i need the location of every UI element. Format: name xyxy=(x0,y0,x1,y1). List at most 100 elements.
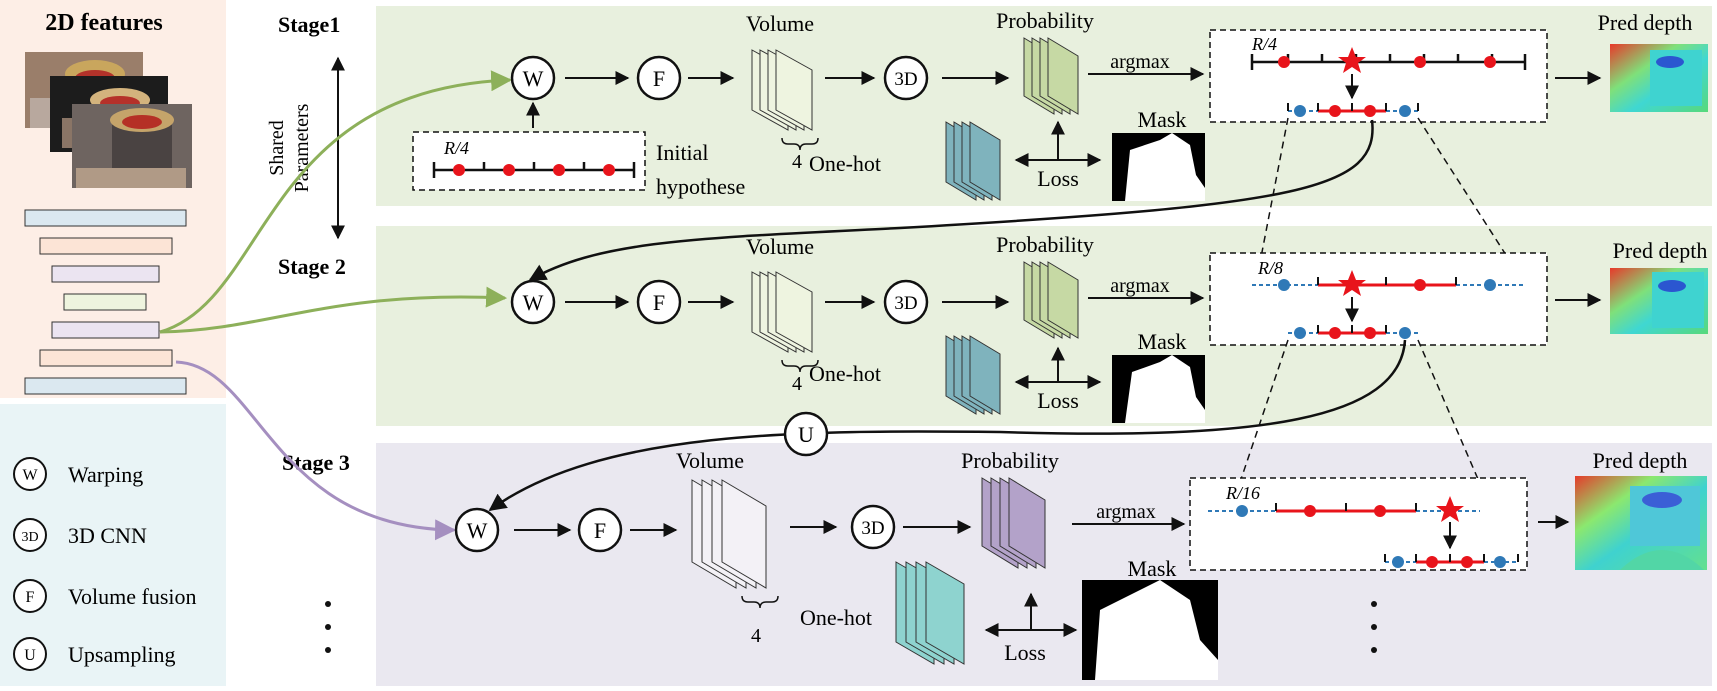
feature-map-7 xyxy=(24,377,187,395)
probability-label: Probability xyxy=(996,8,1094,33)
fusion-node xyxy=(636,55,682,101)
pred-depth-label: Pred depth xyxy=(1593,448,1688,473)
stage2: W F Volume 4 3D Probability argmax One-h… xyxy=(510,232,1708,423)
one-hot-label: One-hot xyxy=(809,361,881,386)
fusion-node xyxy=(577,507,623,553)
ellipsis-left xyxy=(325,601,331,653)
svg-text:W: W xyxy=(523,290,544,315)
legend-item-upsampling: U Upsampling xyxy=(13,637,176,671)
fusion-icon xyxy=(13,579,47,613)
probability-volume xyxy=(1023,261,1079,339)
pred-depth-label: Pred depth xyxy=(1613,238,1708,263)
pred-depth-image xyxy=(1610,268,1708,334)
feature-map-2 xyxy=(39,237,173,255)
cnn-icon xyxy=(13,518,47,552)
initial-label-line1: Initial xyxy=(656,140,709,165)
mask-image xyxy=(1082,580,1218,680)
input-images xyxy=(25,52,192,188)
hypothesis-refinement: R/16 xyxy=(1189,477,1528,571)
range-label: R/8 xyxy=(1257,258,1283,278)
svg-text:3D: 3D xyxy=(894,69,917,90)
hypothesis-refinement: R/4 xyxy=(1209,29,1548,123)
features-title: 2D features xyxy=(45,10,163,36)
features-panel: 2D features xyxy=(0,0,226,398)
range-label: R/4 xyxy=(1251,34,1277,54)
legend-item-3d-cnn: 3D 3D CNN xyxy=(13,518,147,552)
warp-node xyxy=(454,507,500,553)
stage2-label: Stage 2 xyxy=(278,254,346,279)
shared-label-line2: Parameters xyxy=(291,103,313,192)
upsample-node xyxy=(783,411,829,457)
svg-text:3D: 3D xyxy=(21,530,38,545)
svg-text:3D: 3D xyxy=(861,518,884,539)
one-hot-volume xyxy=(895,561,965,665)
cost-volume: 4 xyxy=(691,479,779,647)
feature-map-3 xyxy=(51,265,160,283)
svg-text:3D: 3D xyxy=(894,293,917,314)
argmax-label: argmax xyxy=(1110,51,1170,73)
pred-depth-image xyxy=(1575,476,1707,570)
argmax-label: argmax xyxy=(1110,275,1170,297)
upsample-icon xyxy=(13,637,47,671)
probability-label: Probability xyxy=(996,232,1094,257)
stage1-to-stage2-curve xyxy=(528,119,1374,282)
mask-label: Mask xyxy=(1128,556,1177,581)
legend-item-fusion: F Volume fusion xyxy=(13,579,197,613)
svg-text:F: F xyxy=(653,66,665,91)
range-label: R/4 xyxy=(443,138,469,158)
loss-label: Loss xyxy=(1004,640,1046,665)
one-hot-label: One-hot xyxy=(809,151,881,176)
pred-depth-label: Pred depth xyxy=(1598,10,1693,35)
legend-label: 3D CNN xyxy=(68,523,147,548)
initial-label-line2: hypothese xyxy=(656,174,745,199)
probability-volume xyxy=(981,477,1046,569)
stage3: W F Volume 4 3D Probability argmax One-h… xyxy=(454,448,1707,680)
pred-depth-image xyxy=(1610,44,1708,112)
argmax-label: argmax xyxy=(1096,501,1156,523)
loss-label: Loss xyxy=(1037,166,1079,191)
feature-to-stage1-curve xyxy=(159,70,513,334)
ellipsis-right xyxy=(1371,601,1377,653)
stage1-label: Stage1 xyxy=(278,12,340,37)
mask-image xyxy=(1112,355,1205,423)
svg-text:4: 4 xyxy=(751,625,761,647)
svg-text:U: U xyxy=(24,647,36,664)
legend-panel: W Warping 3D 3D CNN F Volume fusion U Up… xyxy=(0,404,226,686)
svg-text:W: W xyxy=(22,467,38,484)
legend-item-warping: W Warping xyxy=(13,457,143,491)
legend-label: Warping xyxy=(68,462,143,487)
feature-to-stage3-curve xyxy=(175,360,457,541)
svg-text:W: W xyxy=(467,518,488,543)
svg-text:4: 4 xyxy=(792,151,802,173)
mask-label: Mask xyxy=(1138,329,1187,354)
hypothesis-refinement: R/8 xyxy=(1209,252,1548,346)
initial-hypothesis: R/4 Initial hypothese xyxy=(412,101,745,199)
3d-cnn-node xyxy=(883,55,929,101)
cost-volume: 4 xyxy=(751,49,819,173)
stage2-to-stage3-curve xyxy=(488,339,1407,512)
loss-label: Loss xyxy=(1037,388,1079,413)
probability-label: Probability xyxy=(961,448,1059,473)
warp-node xyxy=(510,55,556,101)
volume-label: Volume xyxy=(676,448,744,473)
shared-label-line1: Shared xyxy=(266,120,288,176)
legend-label: Upsampling xyxy=(68,642,176,667)
one-hot-volume xyxy=(945,335,1001,415)
feature-map-6 xyxy=(39,349,173,367)
svg-text:F: F xyxy=(26,589,35,606)
feature-map-1 xyxy=(24,209,187,227)
probability-volume xyxy=(1023,37,1079,115)
svg-text:F: F xyxy=(653,290,665,315)
range-label: R/16 xyxy=(1225,483,1260,503)
fusion-node xyxy=(636,279,682,325)
shared-parameters: Shared Parameters xyxy=(266,56,345,240)
legend-label: Volume fusion xyxy=(68,584,197,609)
svg-text:4: 4 xyxy=(792,373,802,395)
mask-image xyxy=(1112,133,1205,201)
input-image-3 xyxy=(72,104,192,188)
stage1: W F Volume 4 3D Probability argmax xyxy=(412,8,1708,201)
feature-pyramid xyxy=(24,209,187,395)
one-hot-label: One-hot xyxy=(800,605,872,630)
max-star-icon xyxy=(1338,270,1366,296)
